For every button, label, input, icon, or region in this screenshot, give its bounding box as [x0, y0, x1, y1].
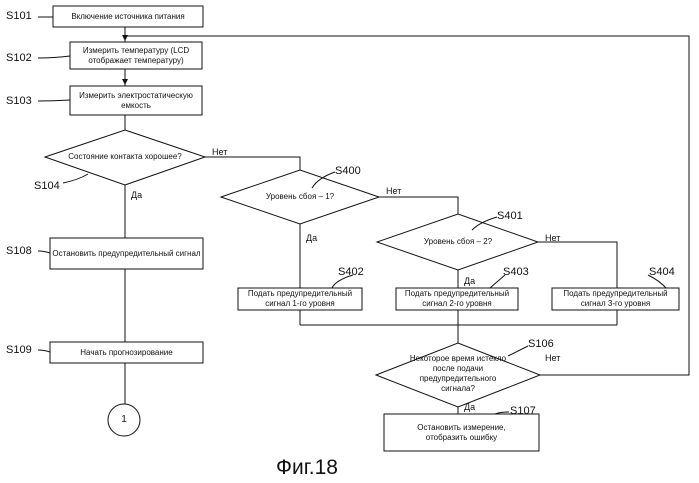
- step-s400: S400: [335, 165, 361, 177]
- step-s102: S102: [6, 52, 32, 64]
- yes-label-contact: Да: [131, 190, 142, 200]
- no-label-elapsed: Нет: [545, 353, 560, 363]
- step-s103: S103: [6, 95, 32, 107]
- measure-cap-label: Измерить электростатическую емкость: [74, 86, 198, 115]
- start-forecast-label: Начать прогнозирование: [50, 342, 203, 363]
- step-s109: S109: [6, 344, 32, 356]
- step-s404: S404: [649, 266, 675, 278]
- signal-level-3-label: Подать предупредительный сигнал 3-го уро…: [556, 288, 675, 310]
- stop-signal-label: Остановить предупредительный сигнал: [50, 238, 203, 269]
- yes-label-level-1: Да: [306, 233, 317, 243]
- step-s104: S104: [34, 180, 60, 192]
- measure-temp-label: Измерить температуру (LCD отображает тем…: [72, 42, 200, 69]
- no-label-contact: Нет: [212, 147, 227, 157]
- signal-level-1-label: Подать предупредительный сигнал 1-го уро…: [240, 288, 360, 310]
- figure-caption: Фиг.18: [276, 456, 338, 480]
- contact-ok-label: Состояние контакта хорошее?: [65, 148, 185, 166]
- signal-level-2-label: Подать предупредительный сигнал 2-го уро…: [398, 288, 516, 310]
- yes-label-level-2: Да: [464, 276, 475, 286]
- arrowhead: [122, 35, 128, 41]
- step-s106: S106: [528, 338, 554, 350]
- arrowhead: [122, 79, 128, 85]
- stop-measure-label: Остановить измерение, отобразить ошибку: [404, 414, 519, 451]
- yes-label-elapsed: Да: [464, 402, 475, 412]
- failure-level-2-label: Уровень сбоя – 2?: [403, 234, 513, 250]
- failure-level-1-label: Уровень сбоя – 1?: [245, 189, 355, 205]
- power-on-label: Включение источника питания: [53, 6, 203, 27]
- connector-label: 1: [108, 404, 140, 436]
- flow-lines: [125, 27, 689, 414]
- step-s107: S107: [510, 405, 536, 417]
- step-s402: S402: [338, 266, 364, 278]
- no-label-level-1: Нет: [386, 186, 401, 196]
- step-s401: S401: [497, 210, 523, 222]
- no-label-level-2: Нет: [545, 233, 560, 243]
- step-s108: S108: [6, 245, 32, 257]
- step-s101: S101: [6, 10, 32, 22]
- time-elapsed-label: Некоторое время истекло после подачи пре…: [408, 352, 508, 396]
- step-s403: S403: [503, 266, 529, 278]
